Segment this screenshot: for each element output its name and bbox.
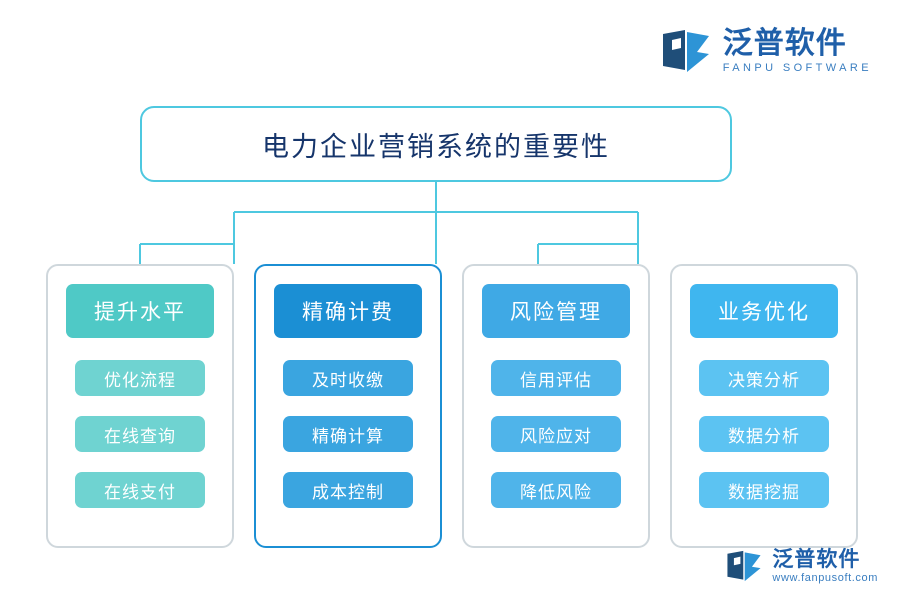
list-item[interactable]: 精确计算 bbox=[283, 416, 413, 452]
brand-text: 泛普软件 FANPU SOFTWARE bbox=[723, 28, 872, 75]
list-item[interactable]: 成本控制 bbox=[283, 472, 413, 508]
fanpu-logo-icon bbox=[724, 548, 764, 584]
list-item[interactable]: 在线查询 bbox=[75, 416, 205, 452]
watermark-url: www.fanpusoft.com bbox=[772, 572, 878, 584]
column-risk-management[interactable]: 风险管理 信用评估 风险应对 降低风险 bbox=[462, 264, 650, 548]
fanpu-logo-icon bbox=[659, 26, 713, 76]
brand-logo-top: 泛普软件 FANPU SOFTWARE bbox=[659, 26, 872, 76]
brand-name: 泛普软件 bbox=[722, 25, 847, 61]
column-improve-level[interactable]: 提升水平 优化流程 在线查询 在线支付 bbox=[46, 264, 234, 548]
diagram-columns: 提升水平 优化流程 在线查询 在线支付 精确计费 及时收缴 精确计算 成本控制 … bbox=[46, 264, 858, 548]
page-title: 电力企业营销系统的重要性 bbox=[262, 131, 610, 163]
column-header[interactable]: 提升水平 bbox=[66, 284, 214, 338]
diagram-title-box: 电力企业营销系统的重要性 bbox=[140, 106, 732, 182]
column-header[interactable]: 精确计费 bbox=[274, 284, 422, 338]
list-item[interactable]: 数据挖掘 bbox=[699, 472, 829, 508]
brand-watermark-bottom: 泛普软件 www.fanpusoft.com bbox=[724, 546, 878, 584]
list-item[interactable]: 决策分析 bbox=[699, 360, 829, 396]
column-accurate-billing[interactable]: 精确计费 及时收缴 精确计算 成本控制 bbox=[254, 264, 442, 548]
watermark-name: 泛普软件 bbox=[772, 546, 861, 571]
list-item[interactable]: 信用评估 bbox=[491, 360, 621, 396]
column-header[interactable]: 风险管理 bbox=[482, 284, 630, 338]
watermark-text: 泛普软件 www.fanpusoft.com bbox=[772, 546, 878, 584]
brand-subtitle: FANPU SOFTWARE bbox=[722, 62, 872, 75]
list-item[interactable]: 数据分析 bbox=[699, 416, 829, 452]
list-item[interactable]: 风险应对 bbox=[491, 416, 621, 452]
column-header[interactable]: 业务优化 bbox=[690, 284, 838, 338]
column-business-optimization[interactable]: 业务优化 决策分析 数据分析 数据挖掘 bbox=[670, 264, 858, 548]
list-item[interactable]: 在线支付 bbox=[75, 472, 205, 508]
list-item[interactable]: 及时收缴 bbox=[283, 360, 413, 396]
list-item[interactable]: 降低风险 bbox=[491, 472, 621, 508]
list-item[interactable]: 优化流程 bbox=[75, 360, 205, 396]
